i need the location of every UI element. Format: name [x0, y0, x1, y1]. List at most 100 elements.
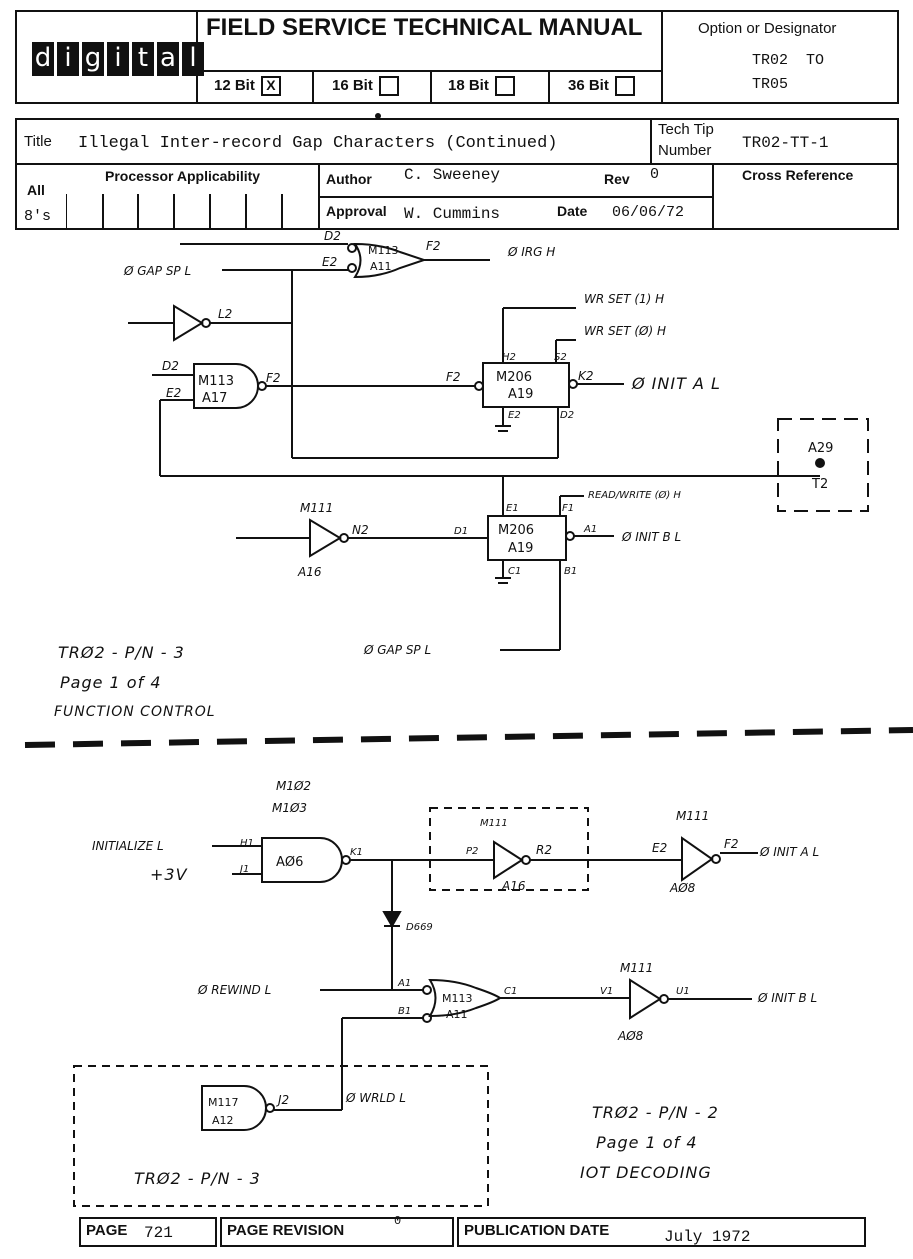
author-label: Author [326, 171, 372, 187]
schematic-label: K2 [578, 369, 594, 383]
schematic-label: A11 [446, 1008, 468, 1021]
schematic-label: K1 [350, 847, 363, 858]
schematic-label: E2 [652, 841, 667, 855]
schematic-label: F2 [446, 370, 461, 384]
schematic-label: D2 [324, 229, 341, 243]
schematic-label: M206 [498, 523, 534, 538]
schematic-label: A16 [501, 879, 526, 893]
schematic-label: AØ8 [669, 881, 696, 895]
schematic-label: M1Ø2 [276, 779, 311, 793]
schematic-label: Ø INIT A L [759, 845, 819, 859]
cross-ref-label: Cross Reference [742, 167, 854, 183]
schematic-label: F2 [426, 239, 441, 253]
all-label: All [27, 182, 45, 198]
dashed-box-p-n-3 [73, 1065, 489, 1207]
schematic-label: N2 [352, 523, 369, 537]
schematic-label: FUNCTION CONTROL [54, 704, 216, 720]
schematic-wire [568, 379, 578, 389]
connector-a29-box [777, 418, 869, 512]
header-frame [15, 10, 899, 104]
rev-label: Rev [604, 171, 630, 187]
schematic-label: E1 [506, 503, 519, 514]
schematic-label: D669 [406, 922, 433, 933]
schematic-label: M111 [480, 818, 508, 829]
schematic-label: AØ6 [276, 855, 303, 870]
footer-page-box [79, 1217, 217, 1247]
schematic-label: J2 [276, 1093, 289, 1107]
all-value: 8's [24, 208, 52, 225]
checkbox-36-bit [614, 76, 635, 96]
schematic-label: J1 [238, 864, 249, 875]
schematic-label: A16 [297, 565, 322, 579]
bit-option-36: 36 Bit [568, 76, 635, 96]
schematic-label: E2 [508, 410, 521, 421]
schematic-label: INITIALIZE L [92, 839, 164, 853]
schematic-label: A29 [808, 441, 833, 456]
schematic-label: M113 [198, 374, 234, 389]
schematic-label: A17 [202, 391, 227, 406]
title-value: Illegal Inter-record Gap Characters (Con… [78, 134, 558, 153]
schematic-label: A12 [212, 1114, 234, 1127]
tech-tip-label-2: Number [658, 142, 712, 159]
dashed-box-a16 [429, 807, 589, 891]
rev-value: 0 [650, 166, 660, 183]
schematic-label: F2 [266, 371, 281, 385]
schematic-wire [341, 855, 351, 865]
schematic-label: L2 [218, 307, 232, 321]
schematic-label: AØ8 [617, 1029, 644, 1043]
pubdate-label: PUBLICATION DATE [464, 1222, 610, 1239]
approval-value: W. Cummins [404, 205, 501, 223]
info-frame [15, 118, 899, 230]
schematic-wire [257, 381, 267, 391]
note-d1-1: TRØ2 - P/N - 3 [58, 643, 185, 662]
schematic-label: A19 [508, 541, 533, 556]
schematic-label: D2 [162, 359, 179, 373]
schematic-label: Ø INIT A L [631, 374, 721, 393]
schematic-label: E2 [166, 386, 181, 400]
schematic-label: D1 [454, 526, 468, 537]
schematic-label: D2 [560, 410, 574, 421]
schematic-label: F2 [724, 837, 739, 851]
schematic-label: IOT DECODING [580, 1163, 712, 1182]
schematic-label: Page 1 of 4 [596, 1133, 698, 1152]
a29-node [815, 458, 825, 468]
schematic-label: B1 [398, 1006, 411, 1017]
schematic-wire [422, 985, 432, 995]
schematic-wire [347, 263, 357, 273]
tech-tip-label-1: Tech Tip [658, 121, 714, 138]
schematic-label: Ø GAP SP L [363, 643, 431, 657]
schematic-label: M1Ø3 [272, 801, 307, 815]
checkbox-12-bit: X [260, 76, 281, 96]
schematic-label: M206 [496, 370, 532, 385]
schematic-label: Ø REWIND L [197, 983, 271, 997]
author-value: C. Sweeney [404, 166, 501, 184]
revision-value: 0 [394, 1214, 402, 1228]
schematic-wire [375, 113, 381, 119]
or-gate-m113-a11 [353, 242, 428, 279]
schematic-wire [474, 381, 484, 391]
schematic-wire [711, 854, 721, 864]
schematic-wire [565, 531, 575, 541]
revision-label: PAGE REVISION [227, 1222, 345, 1239]
schematic-label: T2 [811, 477, 828, 492]
schematic-label: Ø INIT B L [621, 530, 681, 544]
pubdate-value: July 1972 [664, 1228, 751, 1246]
date-value: 06/06/72 [612, 204, 685, 221]
schematic-label: H2 [502, 352, 516, 363]
schematic-label: M113 [368, 244, 399, 257]
schematic-label: H1 [240, 838, 254, 849]
inverter-m111-a16 [309, 518, 342, 558]
inverter-m111-a08-2 [629, 978, 662, 1020]
title-label: Title [24, 133, 52, 150]
label-gap-sp-in: Ø GAP SP L [123, 264, 191, 278]
schematic-label: M111 [676, 809, 709, 823]
processor-grid [65, 194, 318, 230]
date-label: Date [557, 203, 588, 219]
schematic-label: +3V [150, 865, 188, 884]
checkbox-16-bit [378, 76, 399, 96]
digital-logo: d i g i t a l [32, 42, 204, 76]
schematic-label: Page 1 of 4 [60, 673, 162, 692]
option-value-1: TR02 TO [752, 52, 825, 69]
